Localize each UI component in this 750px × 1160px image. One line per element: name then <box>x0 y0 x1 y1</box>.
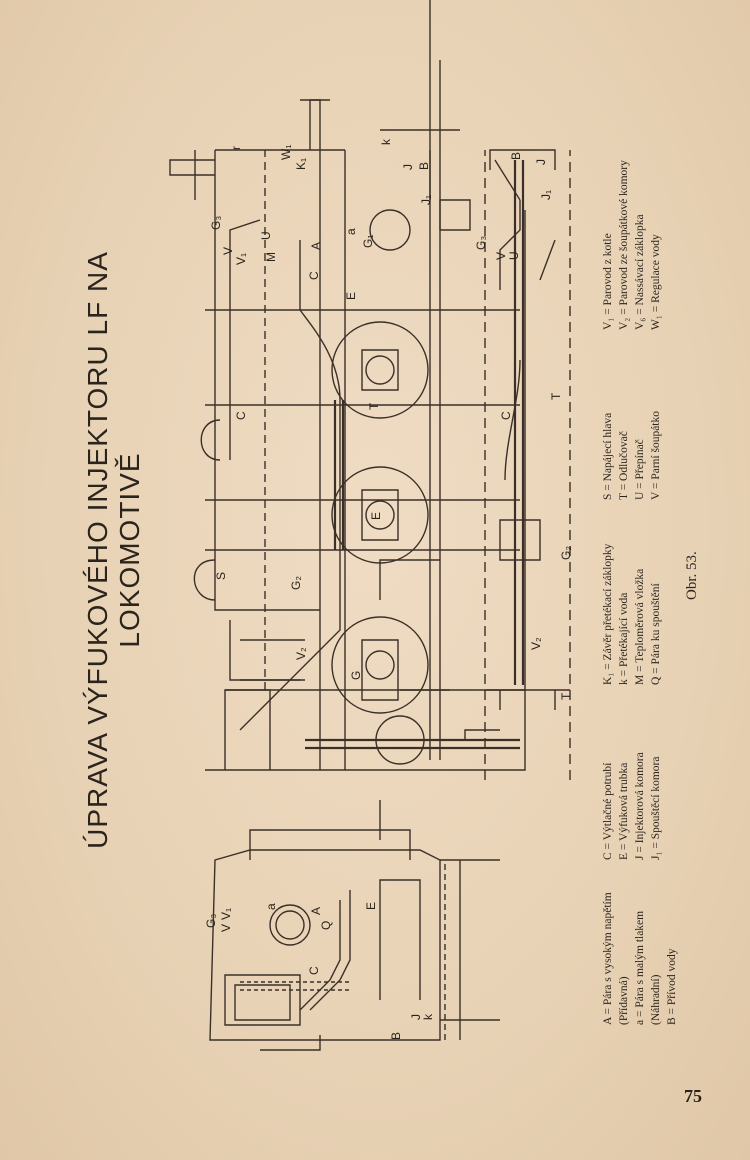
label-j-detail: J <box>534 159 548 165</box>
label-m-side: M <box>264 252 278 262</box>
label-b-side: B <box>417 162 431 170</box>
label-v-side: V <box>221 247 235 255</box>
label-u-detail: U <box>507 251 521 260</box>
label-g3: G₃ <box>204 914 218 928</box>
label-k1-side: K₁ <box>294 158 308 170</box>
label-g-side: G <box>349 671 363 680</box>
label-q: Q <box>319 921 333 930</box>
label-e-side-2: E <box>369 512 383 520</box>
legend-col-3: K₁ = Závěr přetékací záklopky k = Přeték… <box>602 543 662 685</box>
label-e-front: E <box>364 902 378 910</box>
label-s-side: S <box>214 572 228 580</box>
label-r-side: r <box>229 146 243 150</box>
label-j-side: J <box>401 164 415 170</box>
label-v1: V₁ <box>219 908 233 920</box>
label-e-side-1: E <box>344 292 358 300</box>
label-g1-side: G₁ <box>361 235 375 248</box>
label-w1-side: W₁ <box>279 145 293 160</box>
figure-caption: Obr. 53. <box>684 551 700 600</box>
label-a: A <box>309 907 323 915</box>
label-c-front: C <box>307 966 321 975</box>
label-g3-detail: G₃ <box>474 236 488 250</box>
label-c-side: C <box>307 271 321 280</box>
front-view <box>209 800 500 1051</box>
label-j1-detail: J₁ <box>539 190 553 200</box>
label-a-small: a <box>264 903 278 910</box>
legend-col-1: A = Pára s vysokým napětím (Přídavná) a … <box>602 892 678 1025</box>
label-g3-side: G₃ <box>209 216 223 230</box>
label-b-detail: B <box>509 152 523 160</box>
label-v: V <box>219 924 233 932</box>
page-number: 75 <box>684 1086 702 1106</box>
label-c-detail: C <box>499 411 513 420</box>
label-v-detail: V <box>494 252 508 260</box>
label-g2-detail: G₂ <box>559 546 573 560</box>
side-view <box>169 0 526 771</box>
label-b-front: B <box>389 1032 403 1040</box>
legend-col-5: V₁ = Parovod z kotle V₂ = Parovod ze šou… <box>602 160 662 330</box>
label-t-side: T <box>367 402 381 410</box>
label-v2-side: V₂ <box>294 647 308 660</box>
legend-col-4: S = Napájecí hlava T = Odlučovač U = Pře… <box>602 410 662 500</box>
label-t-detail: T <box>549 392 563 400</box>
label-c-mid: C <box>234 411 248 420</box>
legend-col-2: C = Výtlačné potrubí E = Výfuková trubka… <box>602 752 662 860</box>
label-t-detail-2: T <box>559 692 573 700</box>
label-g2-side: G₂ <box>289 576 303 590</box>
label-k-side: k <box>379 138 393 145</box>
label-a-small-side: a <box>344 228 358 235</box>
label-a-side: A <box>309 242 323 250</box>
label-j1-side: J₁ <box>419 195 433 205</box>
label-k-front: k <box>421 1013 435 1020</box>
label-j-front: J <box>409 1014 423 1020</box>
label-v1-side: V₁ <box>234 253 248 265</box>
detail-view <box>464 149 571 780</box>
label-v2-detail: V₂ <box>529 637 543 650</box>
label-u-side: U <box>259 231 273 240</box>
